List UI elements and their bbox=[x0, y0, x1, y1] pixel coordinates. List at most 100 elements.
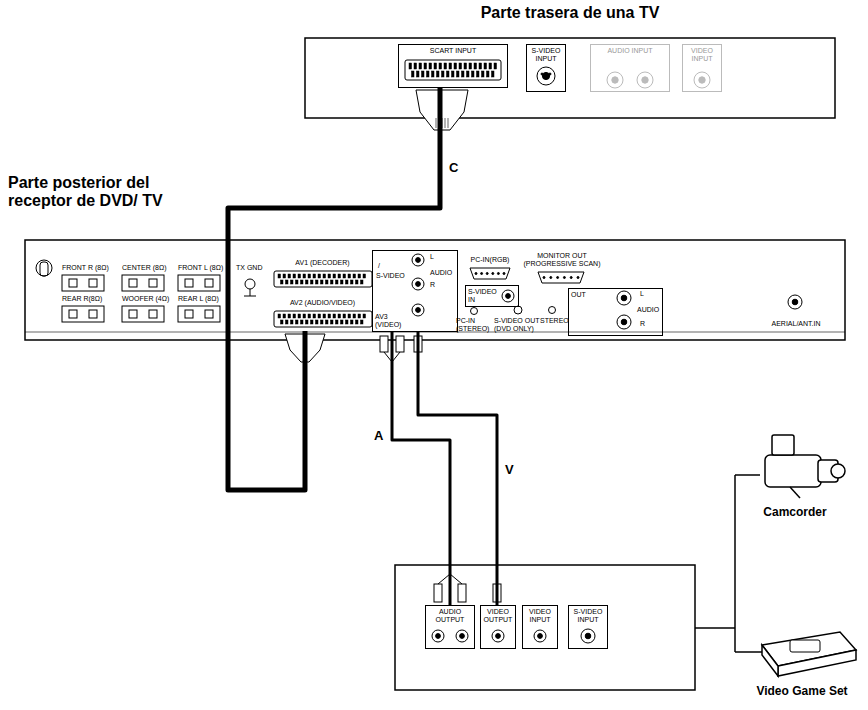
tv-panel bbox=[305, 38, 835, 118]
pin bbox=[356, 320, 359, 324]
jack bbox=[537, 67, 555, 85]
pin bbox=[472, 71, 475, 77]
pin bbox=[457, 71, 460, 77]
jack bbox=[542, 72, 549, 79]
pin bbox=[341, 320, 344, 324]
pin bbox=[308, 274, 311, 278]
jack bbox=[607, 72, 623, 88]
camcorder: Camcorder bbox=[740, 504, 850, 522]
pin bbox=[477, 71, 480, 77]
panel-label: FRONT L (8Ω) bbox=[178, 264, 223, 272]
rca-plug bbox=[434, 584, 442, 602]
pin bbox=[361, 280, 364, 284]
pc-in-rgb: PC-IN(RGB) bbox=[465, 254, 515, 282]
pin bbox=[469, 63, 472, 69]
pin bbox=[427, 71, 430, 77]
pin bbox=[301, 280, 304, 284]
speaker-terminal bbox=[62, 306, 104, 322]
jack bbox=[471, 308, 478, 315]
panel-label: FRONT R (8Ω) bbox=[62, 264, 109, 272]
game-console-icon bbox=[762, 645, 778, 676]
pin bbox=[343, 274, 346, 278]
pin bbox=[467, 71, 470, 77]
pin bbox=[323, 314, 326, 318]
jack bbox=[492, 630, 504, 642]
pin bbox=[424, 63, 427, 69]
jack bbox=[436, 634, 441, 639]
pin bbox=[338, 314, 341, 318]
panel-label: WOOFER (4Ω) bbox=[122, 295, 169, 303]
pin bbox=[351, 280, 354, 284]
pin bbox=[563, 277, 565, 279]
dsub-socket bbox=[538, 272, 584, 283]
jack bbox=[617, 291, 631, 305]
terminal-clip bbox=[205, 310, 213, 318]
pin bbox=[464, 63, 467, 69]
terminal-clip bbox=[89, 310, 97, 318]
node-text: AV3 (VIDEO) bbox=[375, 313, 409, 329]
pin bbox=[353, 314, 356, 318]
scart-cable bbox=[228, 88, 440, 490]
node-text: PC-IN(RGB) bbox=[471, 256, 510, 264]
speaker-terminal bbox=[62, 275, 104, 291]
pin bbox=[361, 320, 364, 324]
pin bbox=[484, 63, 487, 69]
panel-label: REAR L (8Ω) bbox=[178, 295, 219, 303]
svideo-input: S-VIDEO INPUT bbox=[526, 44, 566, 92]
ground-terminal bbox=[245, 279, 255, 289]
jack bbox=[585, 633, 591, 639]
terminal-clip bbox=[185, 310, 193, 318]
pin bbox=[549, 73, 551, 75]
pin bbox=[291, 320, 294, 324]
pin bbox=[298, 314, 301, 318]
panel-label: AUDIO bbox=[430, 269, 452, 277]
jack bbox=[621, 295, 627, 301]
terminal-clip bbox=[69, 310, 77, 318]
pin bbox=[409, 63, 412, 69]
panel-label: L bbox=[640, 290, 644, 298]
pin bbox=[356, 280, 359, 284]
node-text: Video Game Set bbox=[756, 685, 847, 699]
pin bbox=[419, 63, 422, 69]
pin bbox=[447, 71, 450, 77]
pin bbox=[346, 280, 349, 284]
pin bbox=[489, 63, 492, 69]
rca-plug bbox=[458, 584, 466, 602]
pin bbox=[293, 274, 296, 278]
pin bbox=[316, 320, 319, 324]
rca-plug bbox=[396, 336, 404, 352]
pin bbox=[557, 277, 559, 279]
terminal-clip bbox=[185, 279, 193, 287]
pin bbox=[298, 274, 301, 278]
pin bbox=[444, 63, 447, 69]
svideo-in: S-VIDEO IN bbox=[465, 285, 519, 307]
pin bbox=[308, 314, 311, 318]
svideo-input: S-VIDEO INPUT bbox=[568, 605, 608, 649]
ground-symbol bbox=[244, 296, 256, 297]
lock-icon bbox=[40, 262, 48, 276]
jack bbox=[412, 304, 424, 316]
pin bbox=[288, 314, 291, 318]
jack bbox=[456, 630, 468, 642]
pin bbox=[323, 274, 326, 278]
jack bbox=[642, 77, 648, 83]
jack bbox=[416, 308, 421, 313]
pin bbox=[363, 314, 366, 318]
pin bbox=[336, 320, 339, 324]
jack bbox=[460, 634, 465, 639]
node-text: AV2 (AUDIO/VIDEO) bbox=[290, 299, 355, 307]
panel-label: / bbox=[378, 262, 380, 270]
cable-split bbox=[450, 574, 462, 584]
video-game-set: Video Game Set bbox=[740, 683, 864, 703]
cable-letter: A bbox=[372, 428, 385, 443]
pin bbox=[281, 320, 284, 324]
pin bbox=[281, 280, 284, 284]
pin bbox=[301, 320, 304, 324]
jack bbox=[416, 282, 421, 287]
pin bbox=[336, 280, 339, 284]
pin bbox=[462, 71, 465, 77]
video-input: VIDEO INPUT bbox=[682, 44, 722, 92]
game-console-icon bbox=[778, 650, 856, 676]
